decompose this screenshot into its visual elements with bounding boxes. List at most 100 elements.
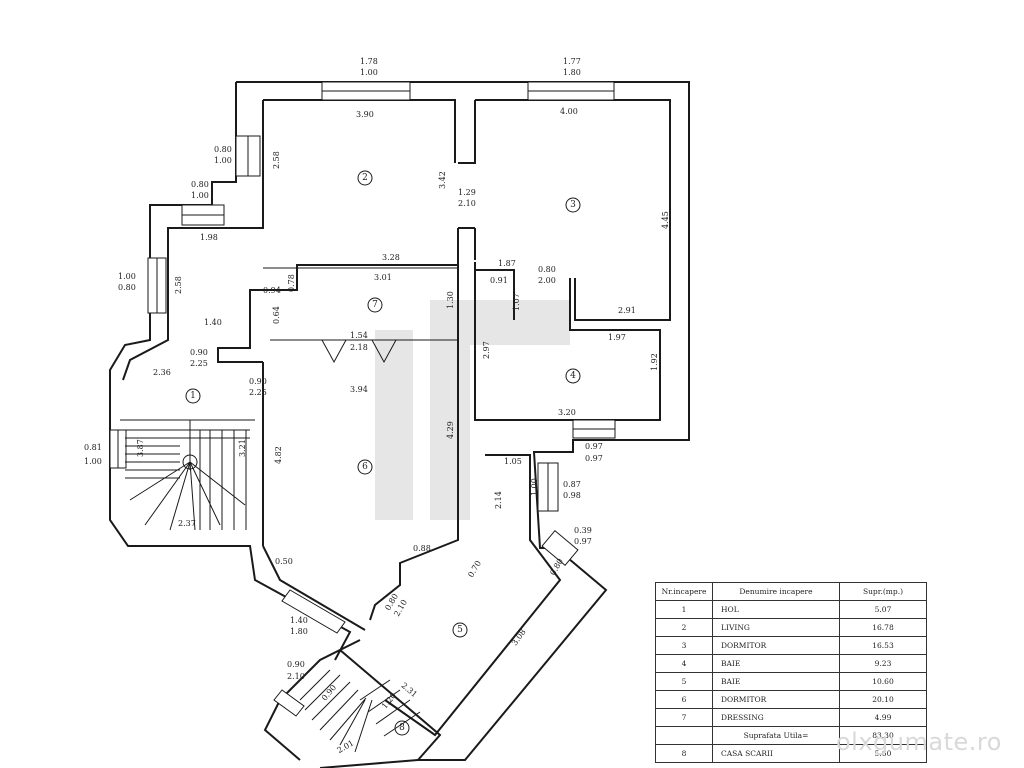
dim-label: 0.70 (466, 559, 483, 579)
legend-name: DRESSING (712, 708, 840, 727)
dim-label: 2.58 (174, 276, 183, 294)
dim-label: 0.81 (84, 443, 102, 452)
dim-label: 1.87 (498, 259, 516, 268)
dim-label: 0.64 (272, 306, 281, 324)
room-marker-4: 4 (565, 368, 581, 384)
dim-label: 0.97 (585, 442, 603, 451)
staircase-8 (299, 669, 421, 753)
dim-label: 2.25 (190, 359, 208, 368)
dim-label: 0.90 (249, 377, 267, 386)
dim-label: 3.42 (438, 171, 447, 189)
dim-label: 3.08 (510, 628, 528, 648)
legend-name: BAIE (712, 672, 840, 691)
dim-label: 2.00 (538, 276, 556, 285)
legend-extra-row: 8 CASA SCARII 5.60 (655, 744, 927, 763)
legend-extra-name: CASA SCARII (712, 744, 840, 763)
svg-text:2: 2 (362, 173, 368, 183)
dim-label: 3.87 (136, 439, 145, 457)
svg-text:8: 8 (399, 723, 405, 733)
legend-name: DORMITOR (712, 690, 840, 709)
dim-label: 1.00 (84, 457, 102, 466)
svg-text:7: 7 (372, 300, 378, 310)
legend-nr: 1 (655, 600, 713, 619)
dim-label: 0.98 (563, 491, 581, 500)
dim-label: 4.00 (560, 107, 578, 116)
watermark-text: olxgumate.ro (836, 728, 1002, 756)
legend-header-row: Nr.incapere Denumire incapere Supr.(mp.) (655, 582, 927, 601)
room-marker-1: 1 (185, 388, 201, 404)
staircase-1 (125, 420, 250, 531)
dim-label: 1.05 (504, 457, 522, 466)
dim-label: 2.10 (458, 199, 476, 208)
dim-label: 1.00 (214, 156, 232, 165)
dim-label: 1.07 (512, 293, 521, 311)
dim-label: 3.90 (356, 110, 374, 119)
table-row: 3 DORMITOR 16.53 (655, 636, 927, 655)
dim-label: 0.97 (574, 537, 592, 546)
legend-nr: 5 (655, 672, 713, 691)
legend-area: 20.10 (839, 690, 927, 709)
windows (109, 81, 616, 717)
room-marker-8: 8 (394, 720, 410, 736)
dim-label: 1.40 (290, 616, 308, 625)
dim-label: 1.00 (530, 478, 539, 496)
legend-header-name: Denumire incapere (712, 582, 840, 601)
dim-label: 2.58 (272, 151, 281, 169)
legend-name: DORMITOR (712, 636, 840, 655)
dim-label: 0.50 (275, 557, 293, 566)
dim-label: 0.90 (320, 683, 338, 702)
legend-nr: 7 (655, 708, 713, 727)
legend-name: BAIE (712, 654, 840, 673)
dim-label: 0.88 (413, 544, 431, 553)
dim-label: 0.90 (190, 348, 208, 357)
legend-total-label: Suprafata Utila= (712, 726, 840, 745)
room-marker-6: 6 (357, 459, 373, 475)
svg-text:1: 1 (190, 391, 196, 401)
dim-label: 3.01 (374, 273, 392, 282)
dim-label: 1.54 (350, 331, 368, 340)
dim-label: 0.80 (538, 265, 556, 274)
table-row: 2 LIVING 16.78 (655, 618, 927, 637)
legend-header-area: Supr.(mp.) (839, 582, 927, 601)
dim-label: 0.87 (563, 480, 581, 489)
legend-nr: 6 (655, 690, 713, 709)
room-marker-7: 7 (367, 297, 383, 313)
table-row: 7 DRESSING 4.99 (655, 708, 927, 727)
legend-name: HOL (712, 600, 840, 619)
dim-label: 3.21 (238, 439, 247, 457)
dim-label: 1.77 (563, 57, 581, 66)
dim-label: 2.36 (153, 368, 171, 377)
room-marker-5: 5 (452, 622, 468, 638)
legend-nr: 3 (655, 636, 713, 655)
legend-nr: 2 (655, 618, 713, 637)
dim-label: 3.20 (558, 408, 576, 417)
dim-label: 2.31 (399, 681, 418, 699)
dim-label: 1.00 (191, 191, 209, 200)
dim-label: 1.98 (200, 233, 218, 242)
dim-label: 4.82 (274, 446, 283, 464)
legend-name: LIVING (712, 618, 840, 637)
dim-label: 1.40 (204, 318, 222, 327)
dim-label: 0.80 (191, 180, 209, 189)
dim-label: 2.25 (249, 388, 267, 397)
dim-label: 0.80 (214, 145, 232, 154)
legend-area: 16.78 (839, 618, 927, 637)
dim-label: 0.91 (490, 276, 508, 285)
table-row: 5 BAIE 10.60 (655, 672, 927, 691)
dim-label: 1.00 (360, 68, 378, 77)
table-row: 4 BAIE 9.23 (655, 654, 927, 673)
dim-label: 0.94 (263, 286, 281, 295)
dim-label: 0.97 (585, 454, 603, 463)
exterior-walls (109, 81, 690, 768)
dim-label: 3.28 (382, 253, 400, 262)
legend-area: 5.07 (839, 600, 927, 619)
dim-label: 4.29 (446, 421, 455, 439)
dim-label: 4.45 (661, 211, 670, 229)
dim-label: 2.91 (618, 306, 636, 315)
dim-label: 2.97 (482, 341, 491, 359)
legend-area: 16.53 (839, 636, 927, 655)
dim-label: 1.80 (563, 68, 581, 77)
dim-label: 1.00 (118, 272, 136, 281)
dim-label: 0.39 (574, 526, 592, 535)
